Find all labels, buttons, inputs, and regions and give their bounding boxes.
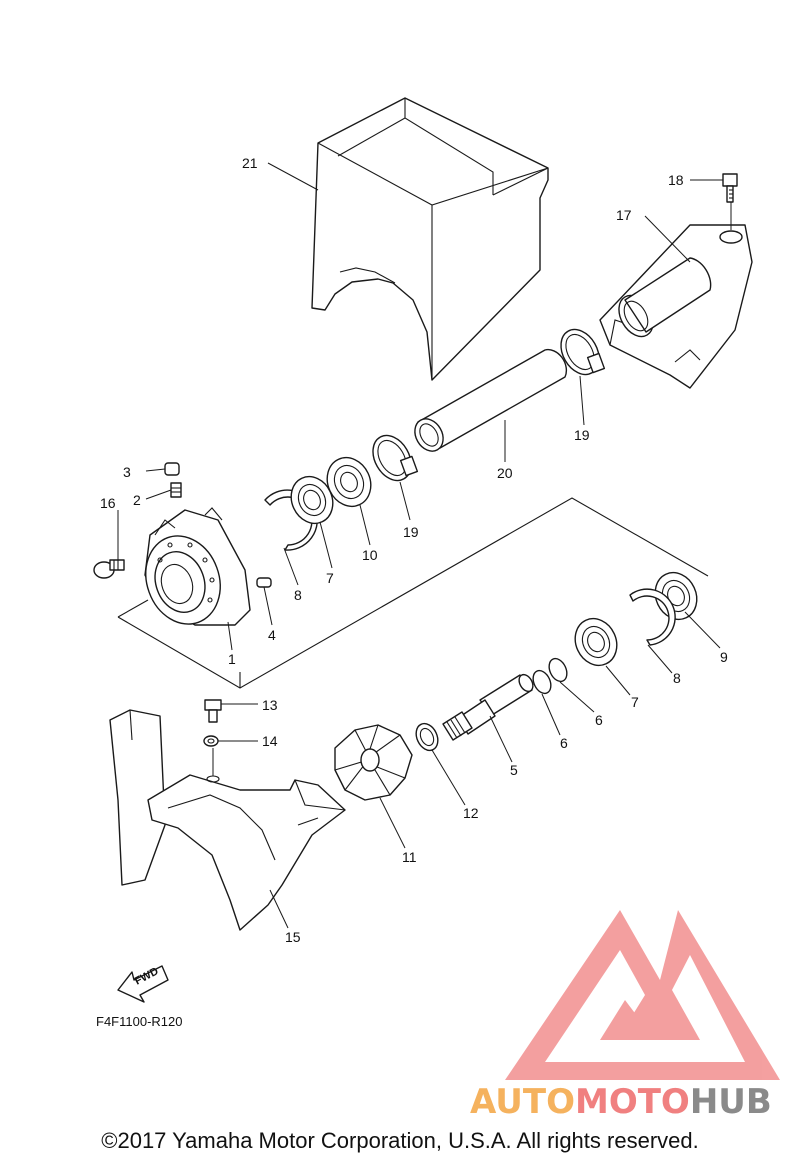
callout-5: 5 — [510, 762, 518, 778]
copyright-notice: ©2017 Yamaha Motor Corporation, U.S.A. A… — [101, 1128, 699, 1153]
callout-14: 14 — [262, 733, 278, 749]
callout-21: 21 — [242, 155, 258, 171]
part-4-pin — [256, 577, 272, 588]
part-9-bearing — [654, 571, 698, 621]
callout-19-upper: 19 — [574, 427, 590, 443]
part-3-cap — [164, 462, 180, 476]
callout-3: 3 — [123, 464, 131, 480]
callout-17: 17 — [616, 207, 632, 223]
callout-8-upper: 8 — [294, 587, 302, 603]
callout-2: 2 — [133, 492, 141, 508]
diagram-code: F4F1100-R120 — [96, 1014, 182, 1029]
callout-4: 4 — [268, 627, 276, 643]
part-19-clamp-lower — [372, 434, 419, 482]
leader-lines — [117, 162, 732, 929]
part-14-washer — [203, 735, 219, 747]
callout-13: 13 — [262, 697, 278, 713]
part-2-fitting — [170, 482, 182, 498]
part-13-bolt — [204, 699, 222, 723]
automotohub-logo — [505, 910, 780, 1080]
callout-11: 11 — [402, 849, 417, 865]
callout-15: 15 — [285, 929, 301, 945]
logo-text-auto: AUTO — [470, 1082, 575, 1122]
part-10-seal — [326, 456, 372, 508]
callout-19-lower: 19 — [403, 524, 419, 540]
callout-18: 18 — [668, 172, 684, 188]
logo-text-hub: HUB — [690, 1082, 772, 1122]
callout-7-upper: 7 — [326, 570, 334, 586]
part-5-shaft — [442, 673, 534, 741]
part-6-oring-b — [548, 657, 568, 683]
callout-9: 9 — [720, 649, 728, 665]
callout-8-lower: 8 — [673, 670, 681, 686]
callout-20: 20 — [497, 465, 513, 481]
callout-6-left: 6 — [560, 735, 568, 751]
callout-1: 1 — [228, 651, 236, 667]
part-12-ring — [415, 722, 439, 752]
fwd-arrow-icon: FWD — [117, 965, 169, 1003]
part-15-guard — [109, 709, 346, 931]
part-16-bolt — [93, 559, 125, 579]
part-21-cover — [311, 97, 549, 381]
logo-text: AUTOMOTOHUB — [470, 1082, 772, 1122]
logo-text-moto: MOTO — [575, 1082, 690, 1122]
part-18-bolt — [722, 173, 738, 203]
part-7-bearing-lower — [574, 617, 618, 667]
assembly-outline — [117, 497, 709, 689]
part-6-oring-a — [532, 669, 552, 695]
callout-16: 16 — [100, 495, 116, 511]
callout-6-right: 6 — [595, 712, 603, 728]
part-11-coupler — [334, 724, 413, 801]
callout-10: 10 — [362, 547, 378, 563]
callout-12: 12 — [463, 805, 479, 821]
part-20-pipe — [414, 348, 568, 452]
part-7-bearing-upper — [290, 475, 334, 525]
part-1-housing — [144, 507, 251, 626]
callout-7-lower: 7 — [631, 694, 639, 710]
part-19-clamp-upper — [560, 328, 606, 376]
part-17-nozzle — [599, 224, 753, 389]
part-8-circlip-lower — [629, 588, 676, 646]
